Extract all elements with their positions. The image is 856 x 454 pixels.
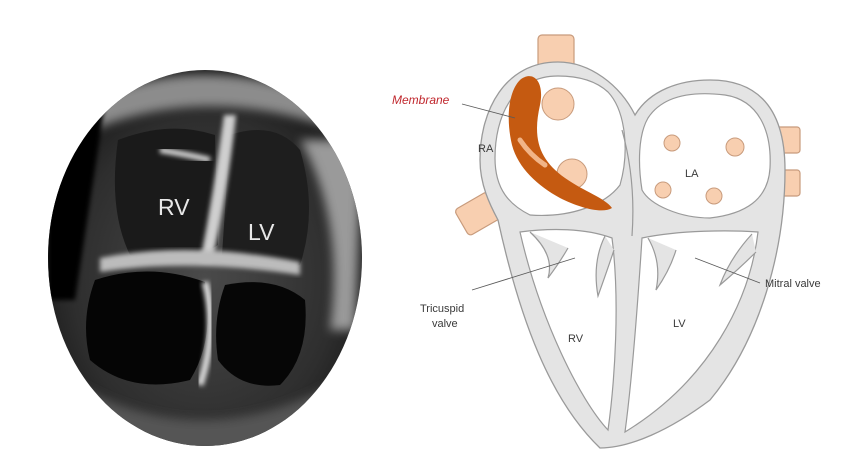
- ultrasound-panel: RV LV: [0, 0, 400, 454]
- membrane-label: Membrane: [392, 93, 450, 107]
- lv-label: LV: [673, 318, 686, 330]
- ra-cavity: [86, 271, 208, 384]
- tricuspid-label-line1: Tricuspid: [420, 303, 464, 315]
- ultrasound-image: RV LV: [0, 0, 400, 454]
- us-label-lv: LV: [248, 219, 275, 245]
- la-label: LA: [685, 168, 699, 180]
- tricuspid-label-line2: valve: [432, 318, 458, 330]
- lv-cavity: [222, 130, 309, 268]
- la-chamber: [640, 94, 771, 218]
- heart-diagram-panel: Membrane RA LA RV LV Tricuspid valve Mit…: [380, 0, 856, 454]
- us-label-rv: RV: [158, 194, 190, 220]
- heart-diagram: Membrane RA LA RV LV Tricuspid valve Mit…: [380, 0, 856, 454]
- rv-label: RV: [568, 333, 584, 345]
- svc-ostium: [542, 88, 574, 120]
- ra-label: RA: [478, 143, 494, 155]
- mitral-label: Mitral valve: [765, 278, 821, 290]
